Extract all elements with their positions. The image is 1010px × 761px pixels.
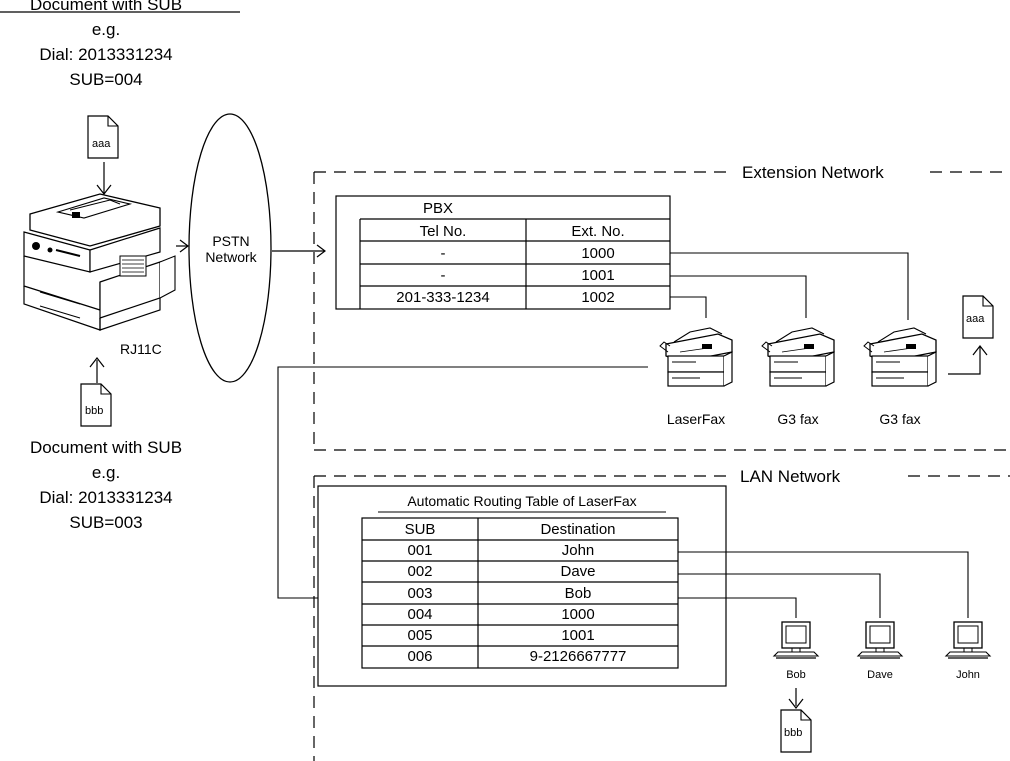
routing-cell: 004 <box>407 607 432 622</box>
rj11c-label: RJ11C <box>120 342 162 356</box>
pbx-cell: 1001 <box>581 268 614 283</box>
routing-cell: Bob <box>565 586 592 601</box>
fax-label-g3: G3 fax <box>777 412 818 426</box>
computer-label-bob: Bob <box>786 670 806 681</box>
pbx-header-ext: Ext. No. <box>571 224 624 239</box>
routing-cell: 003 <box>407 586 432 601</box>
sender-top-heading: Document with SUB <box>30 0 182 13</box>
routing-cell: 1001 <box>561 628 594 643</box>
laserfax-machine <box>660 328 732 386</box>
computer-john <box>946 622 990 658</box>
document-label: aaa <box>966 314 984 325</box>
lan-network-label: LAN Network <box>740 468 840 485</box>
routing-cell: 005 <box>407 628 432 643</box>
routing-cell: 006 <box>407 649 432 664</box>
routing-cell: 9-2126667777 <box>530 649 627 664</box>
sender-bottom-sub: SUB=003 <box>69 514 142 531</box>
pbx-cell: - <box>441 246 446 261</box>
sender-bottom-dial: Dial: 2013331234 <box>39 489 172 506</box>
routing-cell: John <box>562 543 595 558</box>
computer-dave <box>858 622 902 658</box>
document-label: bbb <box>85 406 103 417</box>
document-icon <box>88 116 118 158</box>
fax-label-laserfax: LaserFax <box>667 412 725 426</box>
pbx-box <box>336 196 670 309</box>
pbx-header-tel: Tel No. <box>420 224 467 239</box>
pstn-network-label: Network <box>205 250 256 264</box>
computer-label-dave: Dave <box>867 670 893 681</box>
fax-label-g3: G3 fax <box>879 412 920 426</box>
pbx-title: PBX <box>423 201 453 216</box>
sender-bottom-heading: Document with SUB <box>30 439 182 456</box>
g3-fax-machine <box>864 328 936 386</box>
sender-top-dial: Dial: 2013331234 <box>39 46 172 63</box>
document-label: aaa <box>92 139 110 150</box>
routing-cell: 002 <box>407 564 432 579</box>
computer-label-john: John <box>956 670 980 681</box>
routing-table-title: Automatic Routing Table of LaserFax <box>407 494 636 508</box>
routing-cell: 1000 <box>561 607 594 622</box>
sender-top-example: e.g. <box>92 21 120 38</box>
g3-fax-machine <box>762 328 834 386</box>
routing-header-destination: Destination <box>540 522 615 537</box>
pbx-cell: 1002 <box>581 290 614 305</box>
pbx-cell: - <box>441 268 446 283</box>
pbx-cell: 1000 <box>581 246 614 261</box>
sender-top-sub: SUB=004 <box>69 71 142 88</box>
routing-cell: Dave <box>560 564 595 579</box>
copier-machine <box>24 194 175 330</box>
routing-table-box <box>318 486 726 686</box>
routing-cell: 001 <box>407 543 432 558</box>
pstn-label: PSTN <box>212 234 249 248</box>
computer-bob <box>774 622 818 658</box>
document-label: bbb <box>784 728 802 739</box>
pbx-cell: 201-333-1234 <box>396 290 489 305</box>
routing-header-sub: SUB <box>405 522 436 537</box>
sender-bottom-example: e.g. <box>92 464 120 481</box>
extension-network-label: Extension Network <box>742 164 884 181</box>
